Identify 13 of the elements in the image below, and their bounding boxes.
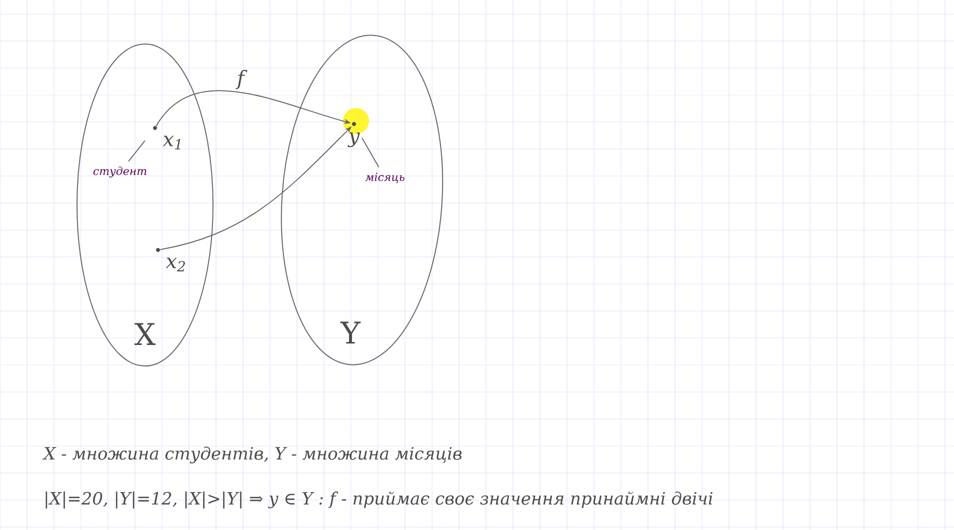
point: x$_{1}$ bbox=[153, 126, 180, 150]
annotation-text: студент bbox=[93, 166, 146, 178]
node-label: y bbox=[348, 132, 360, 148]
node-label: x$_{2}$ bbox=[166, 258, 185, 272]
point: y bbox=[348, 122, 360, 148]
leader-line bbox=[362, 138, 380, 168]
point: x$_{2}$ bbox=[156, 248, 185, 272]
note-text: X - множина студентів, Y - множина місяців bbox=[42, 446, 462, 464]
annotation-text: місяць bbox=[365, 172, 404, 184]
edge-label: f bbox=[236, 70, 248, 90]
node-label: x$_{1}$ bbox=[162, 136, 180, 150]
leader-line bbox=[128, 140, 146, 162]
note-text: |X|=20, |Y|=12, |X|>|Y| ⇒ y ∈ Y : f - приймає своє значення принаймні двічі bbox=[46, 492, 712, 508]
